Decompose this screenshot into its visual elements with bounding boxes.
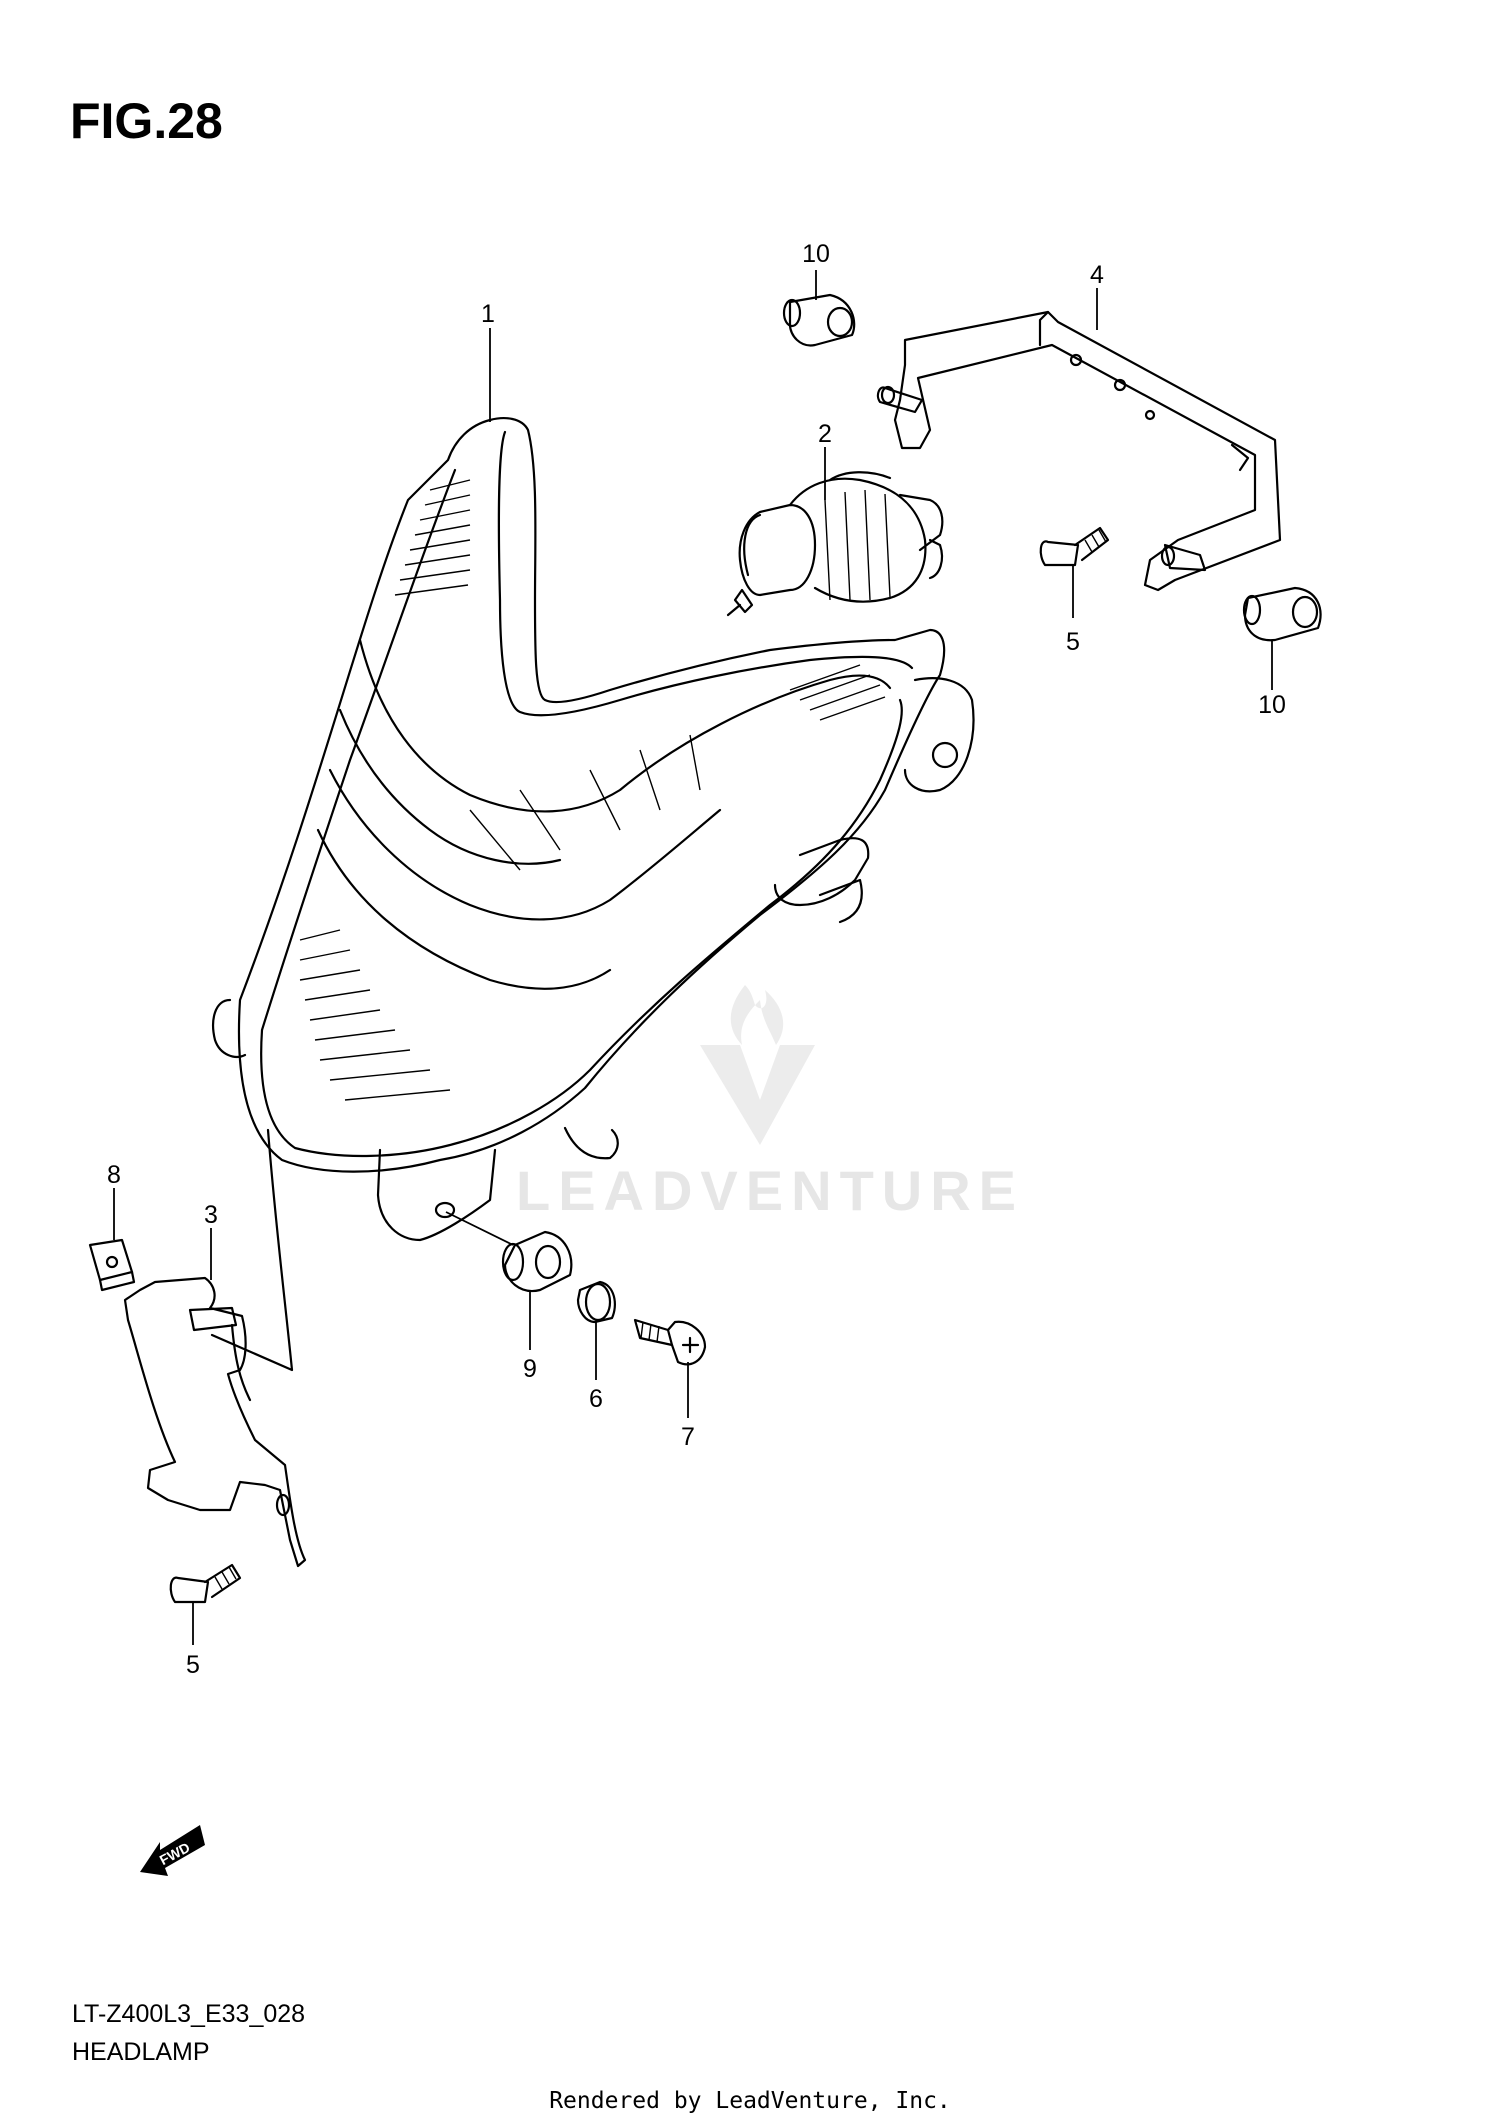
part-mounting-bracket <box>876 310 1282 592</box>
footer-credit: Rendered by LeadVenture, Inc. <box>549 2088 951 2114</box>
callout-8: 8 <box>107 1161 121 1189</box>
watermark-text: LEADVENTURE <box>516 1159 1024 1222</box>
part-washer-collar <box>576 1280 616 1324</box>
diagram-name: HEADLAMP <box>72 2038 210 2066</box>
fwd-arrow-icon: FWD <box>140 1825 205 1876</box>
part-grommet <box>501 1230 573 1293</box>
part-bulb-socket <box>726 471 944 617</box>
callout-5-lower: 5 <box>186 1651 200 1679</box>
diagram-code: LT-Z400L3_E33_028 <box>72 2000 306 2028</box>
part-bolt-upper <box>1039 526 1110 567</box>
callout-10-lower: 10 <box>1258 691 1286 719</box>
part-nut <box>88 1238 136 1292</box>
callout-6: 6 <box>589 1385 603 1413</box>
part-headlamp-housing <box>212 417 975 1242</box>
callout-10-upper: 10 <box>802 240 830 268</box>
part-collar-lower <box>1242 586 1322 642</box>
callout-7: 7 <box>681 1423 695 1451</box>
callout-3: 3 <box>204 1201 218 1229</box>
callout-2: 2 <box>818 420 832 448</box>
part-bracket <box>123 1128 307 1568</box>
part-screw <box>633 1318 707 1366</box>
part-bolt-lower <box>169 1563 242 1604</box>
figure-title: FIG.28 <box>70 93 223 149</box>
callout-5-upper: 5 <box>1066 628 1080 656</box>
part-collar-upper <box>782 293 856 347</box>
watermark-logo <box>700 985 815 1145</box>
leader-lines <box>113 270 1273 1645</box>
callout-1: 1 <box>481 300 495 328</box>
callout-4: 4 <box>1090 261 1104 289</box>
callout-9: 9 <box>523 1355 537 1383</box>
